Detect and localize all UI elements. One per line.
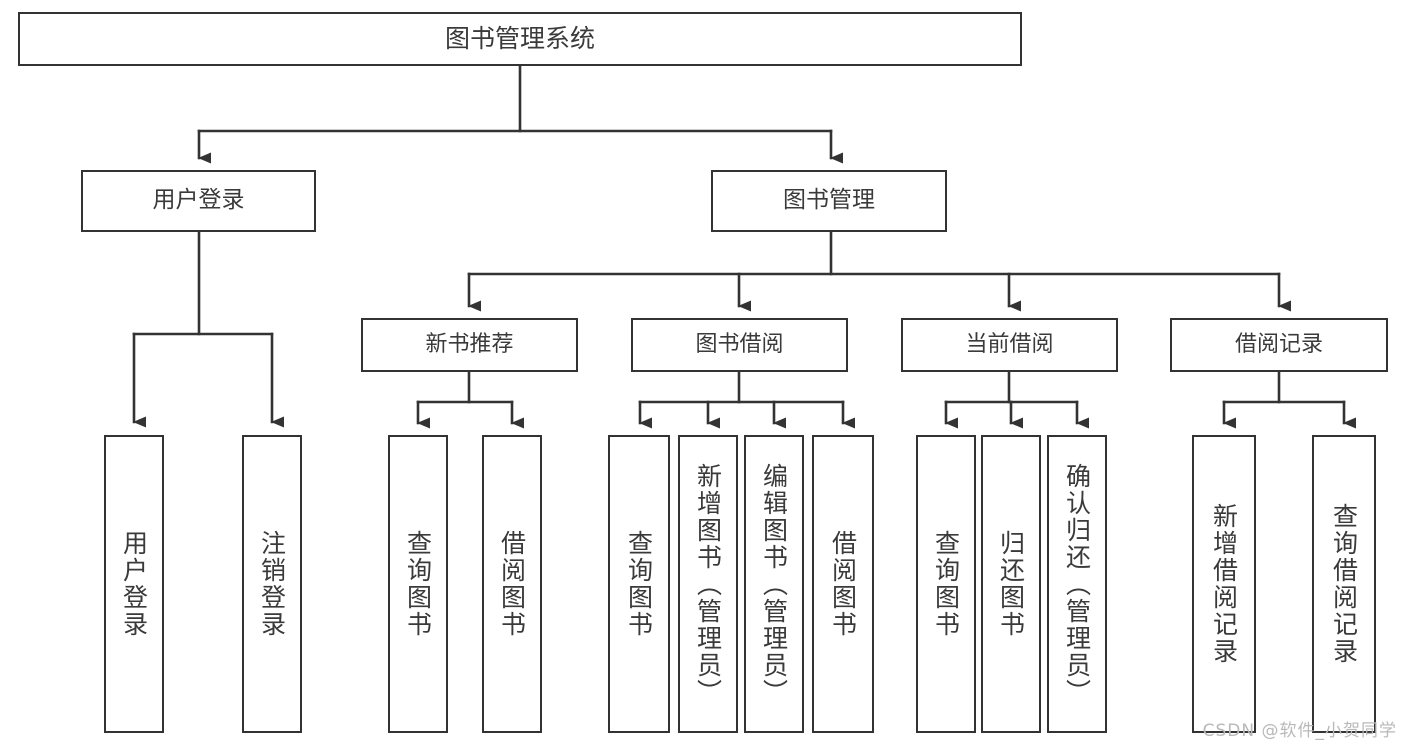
node-label: 用户登录 (152, 187, 245, 214)
node-label: 图书管理 (783, 187, 875, 214)
node-leaf-confirm-return-admin[interactable]: 确认归还（管理员） (1047, 435, 1107, 733)
node-label: 归还图书 (996, 530, 1026, 638)
node-leaf-query-borrow-record[interactable]: 查询借阅记录 (1312, 435, 1376, 733)
node-label: 图书借阅 (695, 331, 784, 357)
node-user-login[interactable]: 用户登录 (81, 170, 316, 232)
node-label: 注销登录 (257, 530, 287, 638)
node-leaf-borrow-book-recommend[interactable]: 借阅图书 (482, 435, 542, 733)
node-label: 查询图书 (403, 530, 433, 638)
node-label: 用户登录 (119, 530, 149, 638)
node-label: 新书推荐 (425, 331, 514, 357)
node-label: 确认归还（管理员） (1062, 463, 1092, 706)
node-book-management[interactable]: 图书管理 (711, 170, 947, 232)
node-leaf-user-login[interactable]: 用户登录 (104, 435, 164, 733)
node-leaf-edit-book-admin[interactable]: 编辑图书（管理员） (744, 435, 804, 733)
node-label: 借阅图书 (828, 530, 858, 638)
node-current-borrow[interactable]: 当前借阅 (901, 318, 1118, 372)
node-label: 图书管理系统 (444, 24, 595, 53)
node-leaf-query-book-recommend[interactable]: 查询图书 (388, 435, 448, 733)
node-leaf-add-borrow-record[interactable]: 新增借阅记录 (1192, 435, 1256, 733)
node-label: 新增图书（管理员） (693, 463, 723, 706)
node-leaf-query-book-borrow[interactable]: 查询图书 (608, 435, 670, 733)
node-root-book-management-system[interactable]: 图书管理系统 (18, 12, 1022, 66)
node-label: 查询图书 (931, 530, 961, 638)
node-book-borrow[interactable]: 图书借阅 (631, 318, 848, 372)
node-borrow-record[interactable]: 借阅记录 (1170, 318, 1388, 372)
node-label: 编辑图书（管理员） (759, 463, 789, 706)
node-leaf-add-book-admin[interactable]: 新增图书（管理员） (678, 435, 738, 733)
node-label: 查询借阅记录 (1329, 503, 1359, 665)
node-label: 新增借阅记录 (1209, 503, 1239, 665)
node-leaf-query-book-current[interactable]: 查询图书 (916, 435, 976, 733)
node-label: 查询图书 (624, 530, 654, 638)
node-label: 借阅记录 (1234, 331, 1323, 357)
node-leaf-logout[interactable]: 注销登录 (242, 435, 302, 733)
node-leaf-return-book[interactable]: 归还图书 (981, 435, 1041, 733)
node-new-book-recommend[interactable]: 新书推荐 (361, 318, 578, 372)
node-label: 借阅图书 (497, 530, 527, 638)
node-leaf-borrow-book[interactable]: 借阅图书 (812, 435, 874, 733)
node-label: 当前借阅 (965, 331, 1054, 357)
